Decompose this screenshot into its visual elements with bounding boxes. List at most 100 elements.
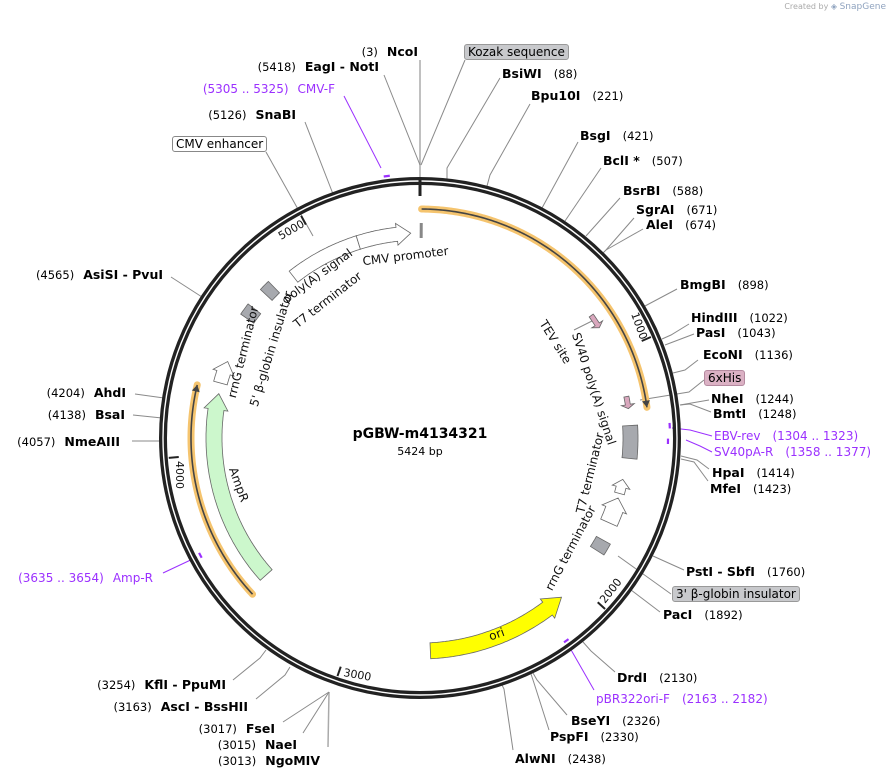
primer-range: (3635 .. 3654) (18, 571, 104, 585)
t7-terminator-right-arrow (611, 478, 631, 496)
snapgene-watermark: Created by ◈ SnapGene (784, 2, 886, 12)
site-bsrbi[interactable]: BsrBI(588) (623, 184, 704, 199)
site-ahdi[interactable]: (4204)AhdI (46, 386, 126, 401)
primer-range: (5305 .. 5325) (202, 82, 289, 96)
site-name: SgrAI (636, 202, 675, 217)
site-ncoi[interactable]: (3)NcoI (362, 44, 418, 60)
primer-sv40pa-r[interactable]: SV40pA-R(1358 .. 1377) (714, 445, 871, 459)
site-name: BsiWI (502, 66, 542, 81)
feature-callout-cmv-enhancer[interactable]: CMV enhancer (172, 136, 268, 152)
primer-name: Amp-R (112, 571, 153, 585)
feature-label-rrng-right: rrnG terminator (542, 503, 598, 593)
watermark-prefix: Created by (784, 2, 829, 11)
leader-bmgbi (644, 288, 678, 307)
site-name: NheI (711, 391, 744, 406)
site-position: (588) (672, 184, 704, 198)
main-orf-line (421, 208, 648, 408)
site-position: (2330) (600, 730, 639, 744)
site-bseyi[interactable]: BseYI(2326) (571, 714, 660, 729)
primer-name: EBV-rev (714, 429, 761, 443)
main-orf-arrowhead (642, 400, 650, 408)
site-position: (3017) (198, 722, 237, 736)
site-bpu10i[interactable]: Bpu10I(221) (531, 89, 623, 104)
primer-amp-r[interactable]: (3635 .. 3654) Amp-R (18, 571, 153, 585)
feature-callout-kozak[interactable]: Kozak sequence (464, 44, 569, 60)
leader-asisi-pvui (170, 276, 203, 298)
site-kfli-ppumi[interactable]: (3254)KflI - PpuMI (97, 678, 226, 693)
site-position: (1043) (737, 326, 776, 340)
tev-site-arrow (588, 313, 604, 329)
site-sgrai[interactable]: SgrAI (671) (636, 202, 718, 218)
primer-cmv-f[interactable]: (5305 .. 5325)CMV-F (203, 82, 335, 96)
leader-cmv-f (343, 95, 382, 169)
site-pspfi[interactable]: PspFI(2330) (550, 730, 639, 745)
tick-mark (336, 666, 342, 677)
site-hpai[interactable]: HpaI(1414) (712, 466, 795, 481)
site-asci-bsshii[interactable]: (3163) AscI - BssHII (113, 699, 249, 715)
site-mfei[interactable]: MfeI(1423) (710, 482, 791, 497)
site-bcli[interactable]: BclI *(507) (603, 154, 683, 169)
primer-ebv-rev[interactable]: EBV-rev(1304 .. 1323) (714, 429, 858, 443)
site-eagi-noti[interactable]: (5418) EagI - NotI (257, 59, 379, 75)
site-position: (4204) (46, 386, 85, 400)
feature-callout-6xhis[interactable]: 6xHis (704, 370, 746, 386)
site-position: (1022) (749, 311, 788, 325)
leader-kfli-ppumi (232, 649, 267, 681)
leader-psti-sbfi (652, 555, 685, 571)
site-paci[interactable]: PacI(1892) (663, 608, 743, 623)
feature-callout-3-globin[interactable]: 3' β-globin insulator (672, 586, 800, 602)
primer-pbr322ori-f[interactable]: pBR322ori-F(2163 .. 2182) (596, 692, 768, 706)
leader-asci-bsshii (255, 666, 291, 700)
site-name: AleI (646, 217, 674, 232)
site-name: EagI - NotI (304, 59, 379, 74)
site-name: DrdI (617, 670, 648, 685)
site-econi[interactable]: EcoNI(1136) (703, 348, 793, 363)
site-naei[interactable]: (3015)NaeI (218, 738, 297, 753)
site-nmeaiii[interactable]: (4057)NmeAIII (17, 435, 120, 450)
site-position: (4565) (35, 268, 75, 282)
cmv-promoter-arrow (355, 222, 412, 250)
3-globin-insulator-box (589, 535, 611, 556)
site-fsei[interactable]: (3017)FseI (198, 722, 275, 737)
site-bmgbi[interactable]: BmgBI(898) (680, 278, 769, 293)
site-drdi[interactable]: DrdI (2130) (617, 670, 698, 686)
site-pasi[interactable]: PasI(1043) (696, 326, 776, 341)
leader-ahdi (134, 393, 165, 399)
snapgene-logo-icon: ◈ (830, 2, 838, 11)
site-bsgi[interactable]: BsgI(421) (580, 129, 654, 144)
site-ngomiv[interactable]: (3013)NgoMIV (218, 754, 320, 769)
site-bmti[interactable]: BmtI(1248) (713, 407, 796, 422)
5-globin-insulator-box (240, 303, 262, 324)
ampr-arrow (203, 393, 273, 581)
leader-kozak (420, 59, 466, 166)
site-hindiii[interactable]: HindIII(1022) (691, 311, 788, 326)
site-name: PstI - SbfI (686, 564, 755, 579)
site-asisi-pvui[interactable]: (4565)AsiSI - PvuI (35, 268, 163, 283)
rrng-terminator-left-arrow (212, 360, 235, 386)
site-nhei[interactable]: NheI(1244) (711, 391, 794, 407)
leader-bseyi (532, 672, 568, 716)
site-position: (1892) (704, 608, 743, 622)
site-position: (3163) (113, 700, 152, 714)
leader-sv40pa-r (685, 439, 713, 453)
site-alei[interactable]: AleI(674) (646, 217, 716, 233)
site-position: (5418) (257, 60, 296, 74)
watermark-brand: SnapGene (839, 2, 886, 12)
site-psti-sbfi[interactable]: PstI - SbfI(1760) (686, 564, 805, 580)
site-position: (507) (651, 154, 683, 168)
site-bsai[interactable]: (4138)BsaI (48, 408, 125, 423)
site-name: AscI - BssHII (160, 699, 248, 714)
leader-bmti (679, 403, 712, 413)
site-alwni[interactable]: AlwNI(2438) (515, 752, 606, 767)
site-position: (1136) (754, 348, 793, 362)
site-position: (671) (686, 203, 718, 217)
site-bsiwi[interactable]: BsiWI(88) (502, 66, 577, 82)
feature-label-ori: ori (487, 625, 506, 643)
plasmid-size: 5424 bp (397, 445, 443, 458)
site-name: NcoI (386, 44, 418, 59)
site-position: (1414) (756, 466, 795, 480)
leader-pspfi (530, 673, 550, 731)
site-position: (2130) (659, 671, 698, 685)
site-snabi[interactable]: (5126)SnaBI (208, 108, 296, 123)
leader-naei (302, 691, 330, 734)
